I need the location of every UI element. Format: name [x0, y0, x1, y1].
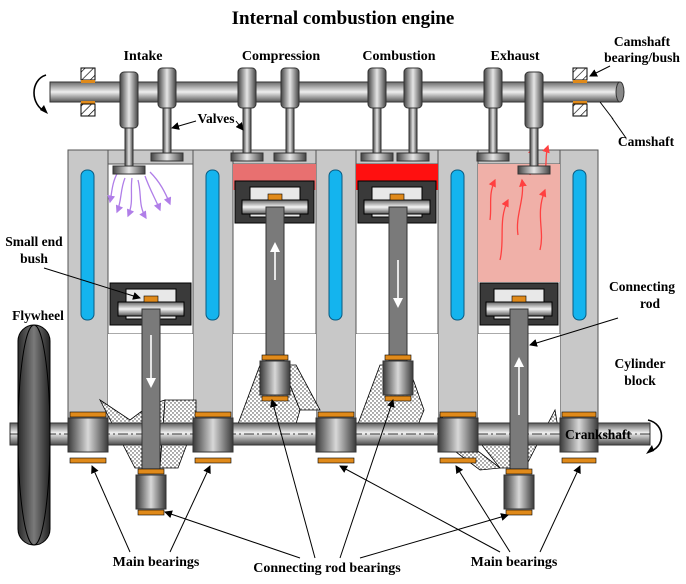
- label-cylinder-block-1: Cylinder: [614, 356, 665, 371]
- label-valves: Valves: [197, 111, 234, 126]
- label-cylinder-block-2: block: [624, 373, 656, 388]
- stroke-label-exhaust: Exhaust: [490, 49, 539, 64]
- stroke-label-compression: Compression: [242, 49, 321, 64]
- stroke-label-intake: Intake: [124, 49, 163, 64]
- camshaft-bearings: [80, 67, 588, 117]
- camshaft-leader-2: [599, 101, 614, 120]
- connecting-rod-bearing-shells: [137, 354, 533, 516]
- valves-arrow-left: [171, 120, 197, 130]
- label-crankshaft: Crankshaft: [565, 427, 632, 442]
- camshaft: [33, 74, 625, 114]
- label-connecting-rod-bearings: Connecting rod bearings: [253, 561, 401, 576]
- main-journals: [67, 417, 599, 453]
- connecting-rod-arrow: [529, 317, 619, 347]
- crank-pins: [135, 360, 535, 510]
- label-flywheel: Flywheel: [12, 308, 64, 323]
- label-connecting-rod-1: Connecting: [609, 279, 675, 294]
- bottom-leader-lines: [91, 399, 581, 559]
- exhaust-gas: [478, 164, 560, 282]
- exhaust-flow-arrows: [488, 144, 550, 261]
- label-main-bearings-left: Main bearings: [113, 555, 200, 570]
- label-connecting-rod-2: rod: [640, 296, 660, 311]
- valves: [112, 107, 551, 175]
- intake-flow-arrows: [107, 171, 172, 220]
- piston-combustion: [357, 180, 437, 224]
- camshaft-bearing-arrow: [589, 65, 611, 77]
- label-small-end-1: Small end: [5, 234, 63, 249]
- label-small-end-2: bush: [20, 251, 48, 266]
- label-main-bearings-right: Main bearings: [471, 555, 558, 570]
- main-bearing-shells: [69, 411, 597, 464]
- label-camshaft: Camshaft: [618, 134, 675, 149]
- label-camshaft-bearing-1: Camshaft: [614, 34, 671, 49]
- label-camshaft-bearing-2: bearing/bush: [604, 50, 680, 65]
- valves-arrow-right: [235, 120, 244, 131]
- small-end-arrow: [43, 267, 141, 300]
- stroke-label-combustion: Combustion: [362, 49, 435, 64]
- cam-lobes: [119, 67, 544, 129]
- camshaft-leader: [611, 117, 627, 139]
- rod-motion-arrows: [146, 242, 524, 415]
- flywheel: [17, 324, 51, 546]
- diagram-title: Internal combustion engine: [232, 8, 455, 29]
